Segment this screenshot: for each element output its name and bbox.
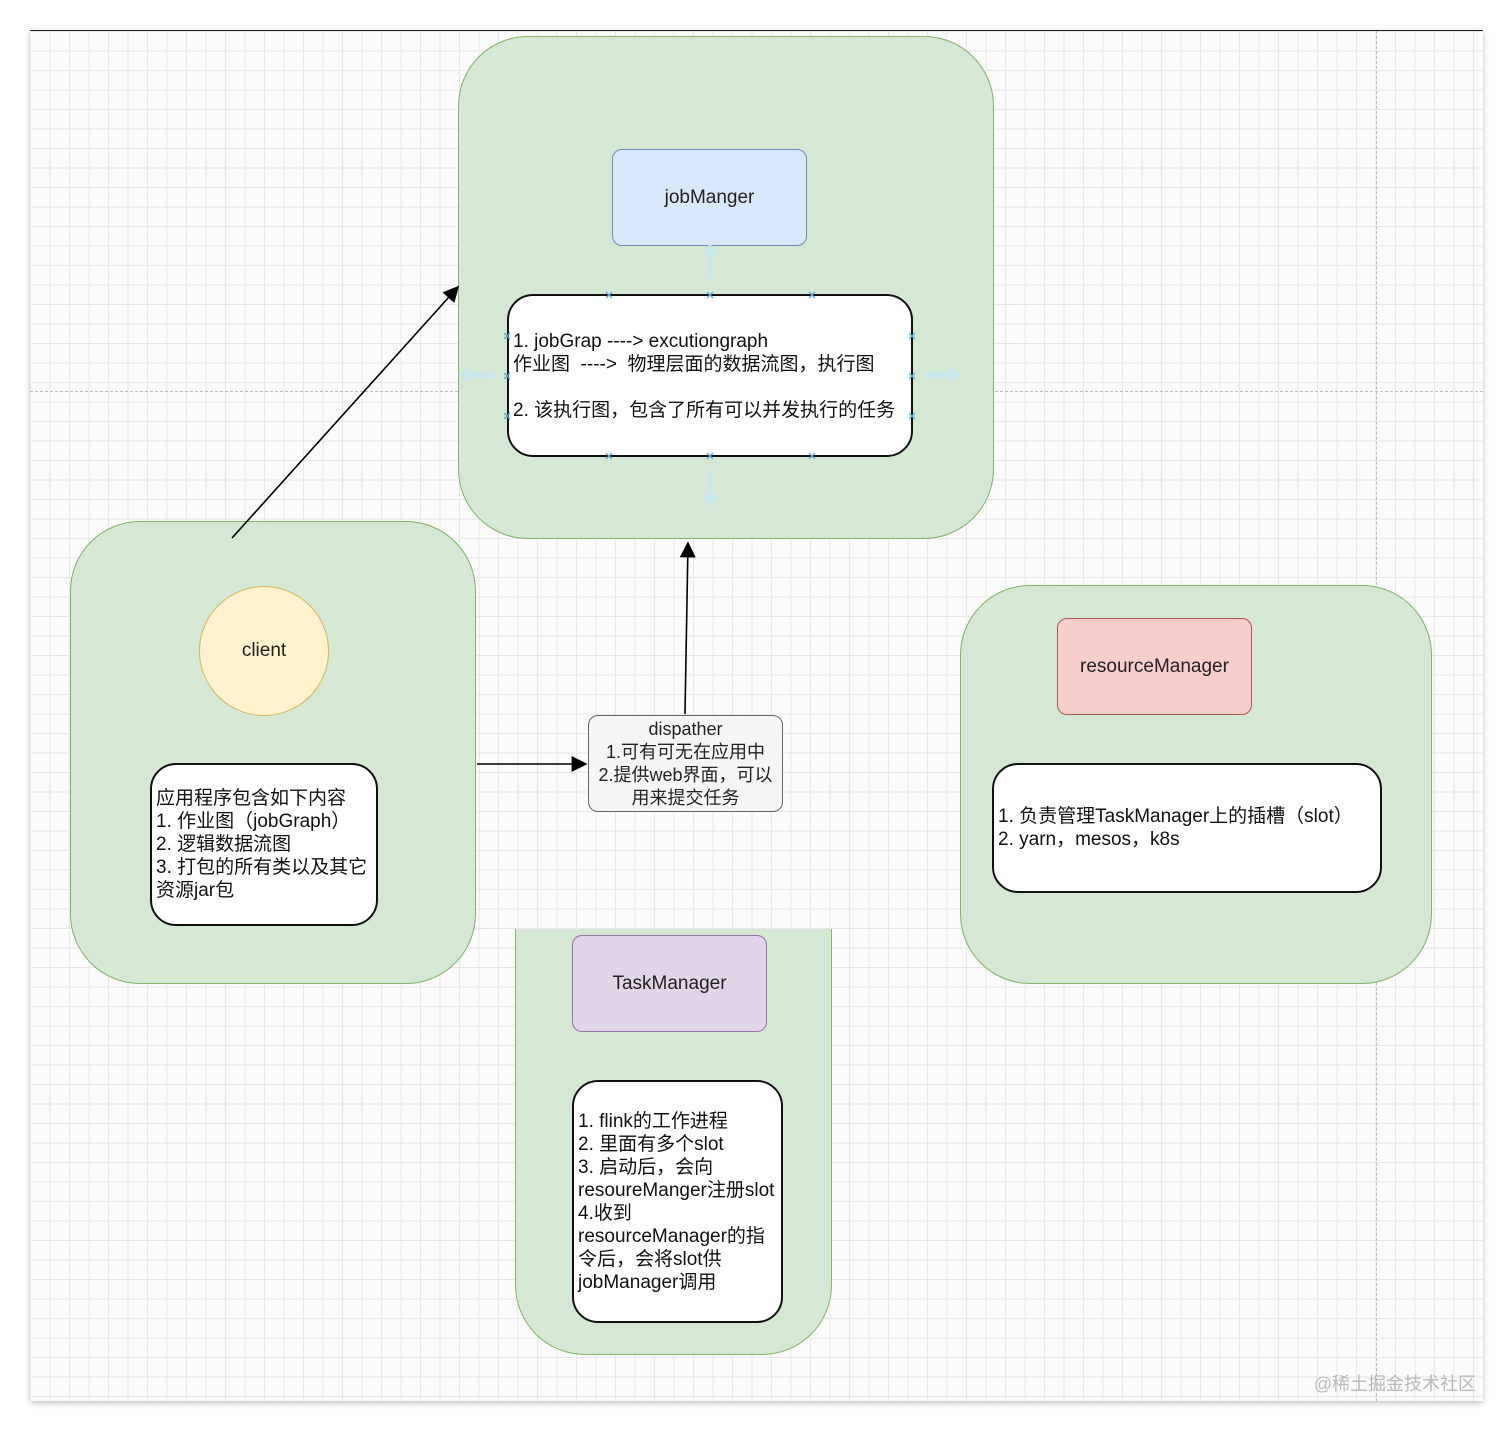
- taskmanager-line-8: jobManager调用: [578, 1271, 717, 1293]
- jobmanager-line-4: 2. 该执行图，包含了所有可以并发执行的任务: [513, 399, 896, 421]
- taskmanager-node[interactable]: TaskManager: [572, 935, 767, 1032]
- selection-hint-arrows: [458, 243, 962, 507]
- jobmanager-label: jobManger: [664, 186, 755, 208]
- resourcemanager-line-2: 2. yarn，mesos，k8s: [998, 829, 1180, 850]
- taskmanager-line-7: 令后，会将slot供: [578, 1248, 722, 1270]
- connection-point-markers: [503, 291, 916, 460]
- resourcemanager-label: resourceManager: [1080, 655, 1229, 677]
- jobmanager-line-2: 作业图 ----> 物理层面的数据流图，执行图: [513, 353, 875, 375]
- taskmanager-line-5: 4.收到: [578, 1202, 632, 1224]
- diagram-canvas: jobManger 1. jobGrap ----> excutiongraph…: [30, 30, 1483, 1401]
- client-line-2: 1. 作业图（jobGraph）: [156, 811, 351, 832]
- taskmanager-description[interactable]: 1. flink的工作进程 2. 里面有多个slot 3. 启动后，会向 res…: [572, 1080, 783, 1323]
- dispatcher-line-2: 1.可有可无在应用中: [605, 741, 765, 762]
- client-line-1: 应用程序包含如下内容: [156, 788, 347, 809]
- dispatcher-line-1: dispather: [648, 718, 723, 739]
- client-description[interactable]: 应用程序包含如下内容 1. 作业图（jobGraph） 2. 逻辑数据流图 3.…: [150, 763, 378, 926]
- resourcemanager-node[interactable]: resourceManager: [1057, 618, 1252, 715]
- client-line-5: 资源jar包: [156, 880, 235, 901]
- jobmanager-node[interactable]: jobManger: [612, 149, 807, 246]
- taskmanager-line-2: 2. 里面有多个slot: [578, 1133, 724, 1155]
- dispatcher-line-4: 用来提交任务: [631, 787, 740, 808]
- client-line-4: 3. 打包的所有类以及其它: [156, 857, 368, 878]
- client-label: client: [241, 640, 287, 661]
- taskmanager-line-4: resoureManger注册slot: [578, 1179, 775, 1201]
- taskmanager-line-1: 1. flink的工作进程: [578, 1110, 728, 1132]
- connectors-layer: [231, 243, 962, 772]
- jobmanager-line-1: 1. jobGrap ----> excutiongraph: [513, 330, 769, 352]
- taskmanager-label: TaskManager: [612, 972, 727, 994]
- arrow-dispatcher-to-jobmanager[interactable]: [679, 541, 696, 715]
- arrow-client-to-jobmanager[interactable]: [231, 285, 460, 539]
- taskmanager-line-6: resourceManager的指: [578, 1225, 765, 1247]
- watermark: @稀土掘金技术社区: [1313, 1374, 1476, 1394]
- dispatcher-node[interactable]: dispather 1.可有可无在应用中 2.提供web界面，可以 用来提交任务: [588, 715, 783, 812]
- taskmanager-line-3: 3. 启动后，会向: [578, 1156, 714, 1178]
- resourcemanager-line-1: 1. 负责管理TaskManager上的插槽（slot）: [998, 806, 1353, 827]
- jobmanager-description[interactable]: 1. jobGrap ----> excutiongraph 作业图 ---->…: [507, 294, 913, 457]
- client-node[interactable]: client: [199, 586, 329, 716]
- client-line-3: 2. 逻辑数据流图: [156, 834, 292, 855]
- dispatcher-line-3: 2.提供web界面，可以: [598, 764, 773, 785]
- resourcemanager-description[interactable]: 1. 负责管理TaskManager上的插槽（slot） 2. yarn，mes…: [992, 763, 1382, 893]
